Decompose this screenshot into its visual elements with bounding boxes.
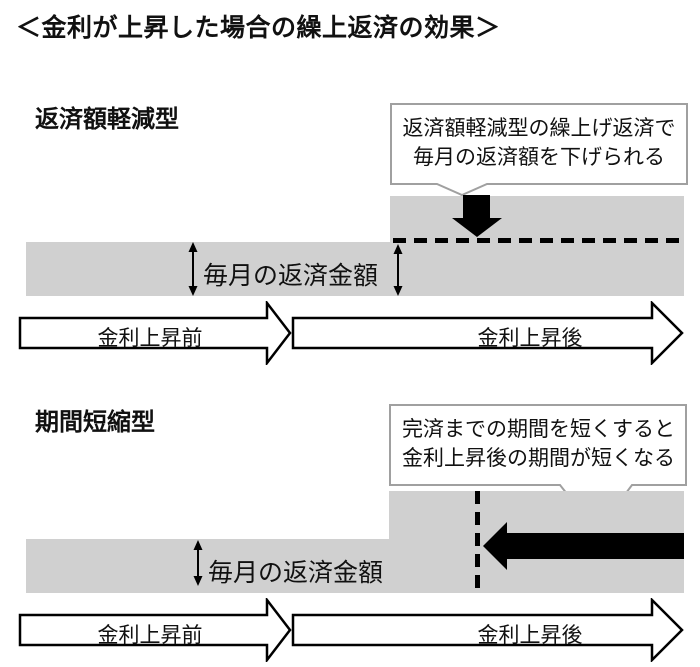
double-arrow-icon	[393, 244, 403, 296]
bubble-text-line2: 毎月の返済額を下げられる	[413, 146, 665, 169]
timeline-arrows	[18, 598, 684, 662]
payment-bar-before-rise	[26, 242, 390, 296]
payment-bar-before-rise	[26, 539, 389, 593]
timeline-before-label: 金利上昇前	[97, 624, 203, 647]
bubble-text-line1: 完済までの期間を短くすると	[402, 418, 675, 441]
speech-bubble-shape	[390, 103, 688, 197]
speech-bubble: 完済までの期間を短くすると 金利上昇後の期間が短くなる	[389, 404, 688, 473]
timeline-before-label: 金利上昇前	[97, 327, 203, 350]
bubble-text-line1: 返済額軽減型の繰上げ返済で	[402, 117, 676, 140]
payment-bar-after-rise	[390, 196, 684, 296]
section-1-label: 返済額軽減型	[35, 106, 179, 133]
bubble-text-line2: 金利上昇後の期間が短くなる	[402, 447, 675, 470]
page-title: ＜金利が上昇した場合の繰上返済の効果＞	[16, 14, 501, 42]
timeline-arrows	[18, 301, 684, 365]
dashed-term-line	[475, 491, 480, 593]
left-arrow-icon	[483, 522, 684, 570]
speech-bubble: 返済額軽減型の繰上げ返済で 毎月の返済額を下げられる	[390, 103, 688, 172]
dashed-level-line	[393, 238, 684, 243]
timeline-after-label: 金利上昇後	[477, 624, 583, 647]
section-2-label: 期間短縮型	[35, 409, 155, 436]
monthly-payment-label: 毎月の返済金額	[208, 559, 384, 587]
down-arrow-icon	[452, 195, 502, 237]
double-arrow-icon	[188, 242, 198, 296]
double-arrow-icon	[193, 540, 203, 586]
monthly-payment-label: 毎月の返済金額	[203, 262, 379, 290]
timeline-after-label: 金利上昇後	[477, 327, 583, 350]
